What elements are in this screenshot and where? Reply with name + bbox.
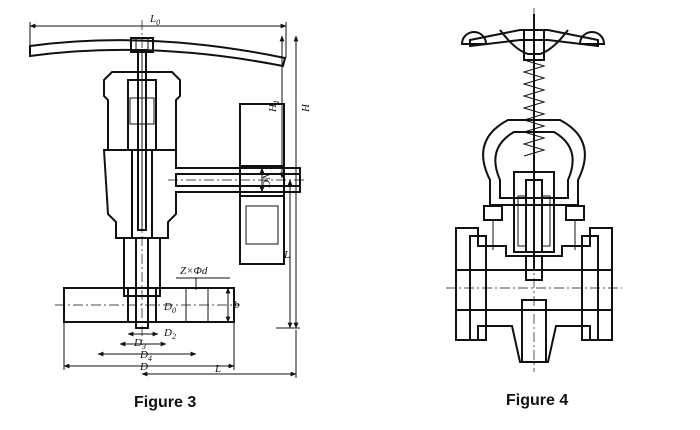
figure-4-drawing: [446, 8, 622, 372]
label-D0: D0: [163, 301, 176, 315]
label-H: H: [300, 103, 312, 113]
handwheel-bar: [29, 39, 287, 68]
label-L-horizontal: L: [214, 363, 221, 375]
spring: [522, 59, 546, 157]
valve-body-4: [455, 227, 613, 363]
figure-3-caption: Figure 3: [134, 394, 197, 411]
label-DN: DN: [261, 172, 273, 189]
label-L-vertical: L: [283, 249, 290, 261]
figure-3-labels: L0 H1 H L DN Z×Φd b D0 D2 D3 D4 D L: [133, 13, 312, 375]
label-D3: D3: [133, 337, 146, 351]
label-L0: L0: [149, 13, 160, 27]
label-z-phi-d: Z×Φd: [180, 265, 208, 277]
label-D2: D2: [163, 327, 176, 341]
label-H1: H1: [267, 100, 281, 113]
label-D4: D4: [139, 349, 152, 363]
valve-body: [102, 149, 301, 239]
figure-4-caption: Figure 4: [506, 392, 569, 409]
label-D: D: [139, 361, 148, 373]
label-b: b: [234, 299, 240, 311]
figure-3-drawing: [29, 20, 305, 378]
